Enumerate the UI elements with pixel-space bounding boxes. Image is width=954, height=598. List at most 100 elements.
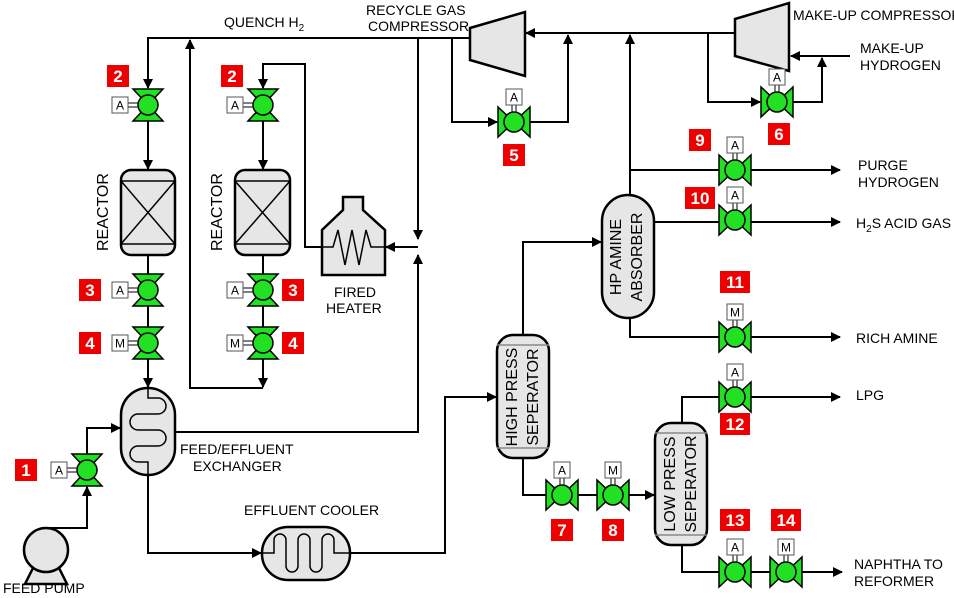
valve-number: 5 <box>509 146 518 165</box>
valve-number: 1 <box>21 461 30 480</box>
control-valve-1[interactable]: A1 <box>15 453 104 487</box>
valve-number: 6 <box>774 125 783 144</box>
valve-actuator-icon <box>602 484 624 506</box>
valve-number-badge <box>551 519 573 541</box>
h2s-acid-gas-label: H2S ACID GAS <box>856 215 951 235</box>
control-valve-9[interactable]: A9 <box>689 129 752 187</box>
valve-number-badge <box>720 509 750 531</box>
valve-actuator-icon <box>252 279 274 301</box>
valve-actuator-icon <box>724 159 746 181</box>
purge-hydrogen-label-1: PURGE <box>858 157 908 173</box>
actuator-box <box>111 281 129 299</box>
absorber-label-2: ABSORBER <box>629 213 646 302</box>
actuator-box <box>726 303 744 321</box>
actuator-type: M <box>230 337 240 351</box>
actuator-type: A <box>558 464 566 478</box>
lp-separator-label-2: SEPERATOR <box>683 435 700 532</box>
valve-number-badge <box>768 123 790 145</box>
fired-heater <box>320 195 387 277</box>
valve-number: 11 <box>726 273 744 292</box>
actuator-box <box>505 88 523 106</box>
valve-number-badge <box>15 459 37 481</box>
feed-pump <box>22 526 70 586</box>
actuator-box <box>226 334 244 352</box>
actuator-box <box>777 538 795 556</box>
actuator-type: M <box>608 464 618 478</box>
actuator-type: A <box>55 464 63 478</box>
actuator-box <box>226 281 244 299</box>
control-valve-14[interactable]: M14 <box>769 509 803 589</box>
low-press-separator <box>653 421 709 547</box>
valve-number-badge <box>79 332 101 354</box>
effluent-cooler-label: EFFLUENT COOLER <box>244 502 379 518</box>
valve-number: 3 <box>288 281 297 300</box>
valve-number: 8 <box>608 521 617 540</box>
valve-actuator-icon <box>775 561 797 583</box>
actuator-type: A <box>731 366 739 380</box>
control-valve-2[interactable]: A2 <box>107 65 165 122</box>
fired-heater-label-2: HEATER <box>326 300 382 316</box>
valve-actuator-icon <box>724 326 746 348</box>
actuator-box <box>111 96 129 114</box>
valve-number: 9 <box>695 131 704 150</box>
valve-number-badge <box>221 65 243 87</box>
quench-label: QUENCH H2 <box>224 14 305 34</box>
control-valve-8[interactable]: M8 <box>596 461 630 541</box>
valve-actuator-icon <box>76 459 98 481</box>
control-valve-3[interactable]: A3 <box>79 273 165 307</box>
control-valve-12[interactable]: A 12 <box>718 363 752 435</box>
valve-number: 4 <box>288 334 298 353</box>
bypass-line <box>185 39 263 389</box>
valve-actuator-icon <box>137 94 159 116</box>
valve-number: 2 <box>113 67 122 86</box>
actuator-type: A <box>231 99 239 113</box>
actuator-box <box>226 96 244 114</box>
actuator-type: A <box>731 139 739 153</box>
valve-actuator-icon <box>252 332 274 354</box>
high-press-separator <box>495 333 551 460</box>
actuator-box <box>768 68 786 86</box>
valve-number-badge <box>503 144 525 166</box>
actuator-type: A <box>116 284 124 298</box>
valve-actuator-icon <box>137 332 159 354</box>
control-valve-7[interactable]: A7 <box>545 461 579 541</box>
actuator-box <box>553 461 571 479</box>
actuator-box <box>726 538 744 556</box>
hp-separator-label-1: HIGH PRESS <box>504 348 521 447</box>
control-valve-5[interactable]: A5 <box>497 88 531 166</box>
rich-amine-label: RICH AMINE <box>856 330 938 346</box>
valve-actuator-icon <box>724 209 746 231</box>
control-valve-10[interactable]: A10 <box>685 186 752 237</box>
control-valve-6[interactable]: A6 <box>760 68 794 145</box>
makeup-compressor-label: MAKE-UP COMPRESSOR <box>793 7 954 23</box>
exchanger-label-2: EXCHANGER <box>193 458 282 474</box>
makeup-hydrogen-label-1: MAKE-UP <box>860 40 924 56</box>
hp-amine-absorber <box>600 193 656 320</box>
lp-separator-label-1: LOW PRESS <box>662 436 679 531</box>
valve-actuator-icon <box>551 484 573 506</box>
exchanger-label-1: FEED/EFFLUENT <box>180 441 294 457</box>
actuator-type: A <box>231 284 239 298</box>
actuator-type: M <box>115 337 125 351</box>
control-valve-4[interactable]: M4 <box>79 326 165 360</box>
naphtha-label-1: NAPHTHA TO <box>854 556 943 572</box>
valve-number-badge <box>282 279 304 301</box>
valve-number: 10 <box>691 189 710 208</box>
purge-hydrogen-label-2: HYDROGEN <box>858 174 939 190</box>
control-valve-11[interactable]: M11 <box>718 271 752 354</box>
recycle-gas-compressor <box>468 10 527 78</box>
actuator-box <box>726 136 744 154</box>
control-valve-13[interactable]: A13 <box>718 509 752 589</box>
valve-number: 12 <box>726 415 745 434</box>
fired-heater-label-1: FIRED <box>334 284 376 300</box>
feed-effluent-exchanger <box>119 386 177 477</box>
actuator-box <box>111 334 129 352</box>
pipes <box>46 28 850 577</box>
valve-actuator-icon <box>724 386 746 408</box>
control-valve-2[interactable]: A2 <box>221 65 280 122</box>
actuator-box <box>726 186 744 204</box>
